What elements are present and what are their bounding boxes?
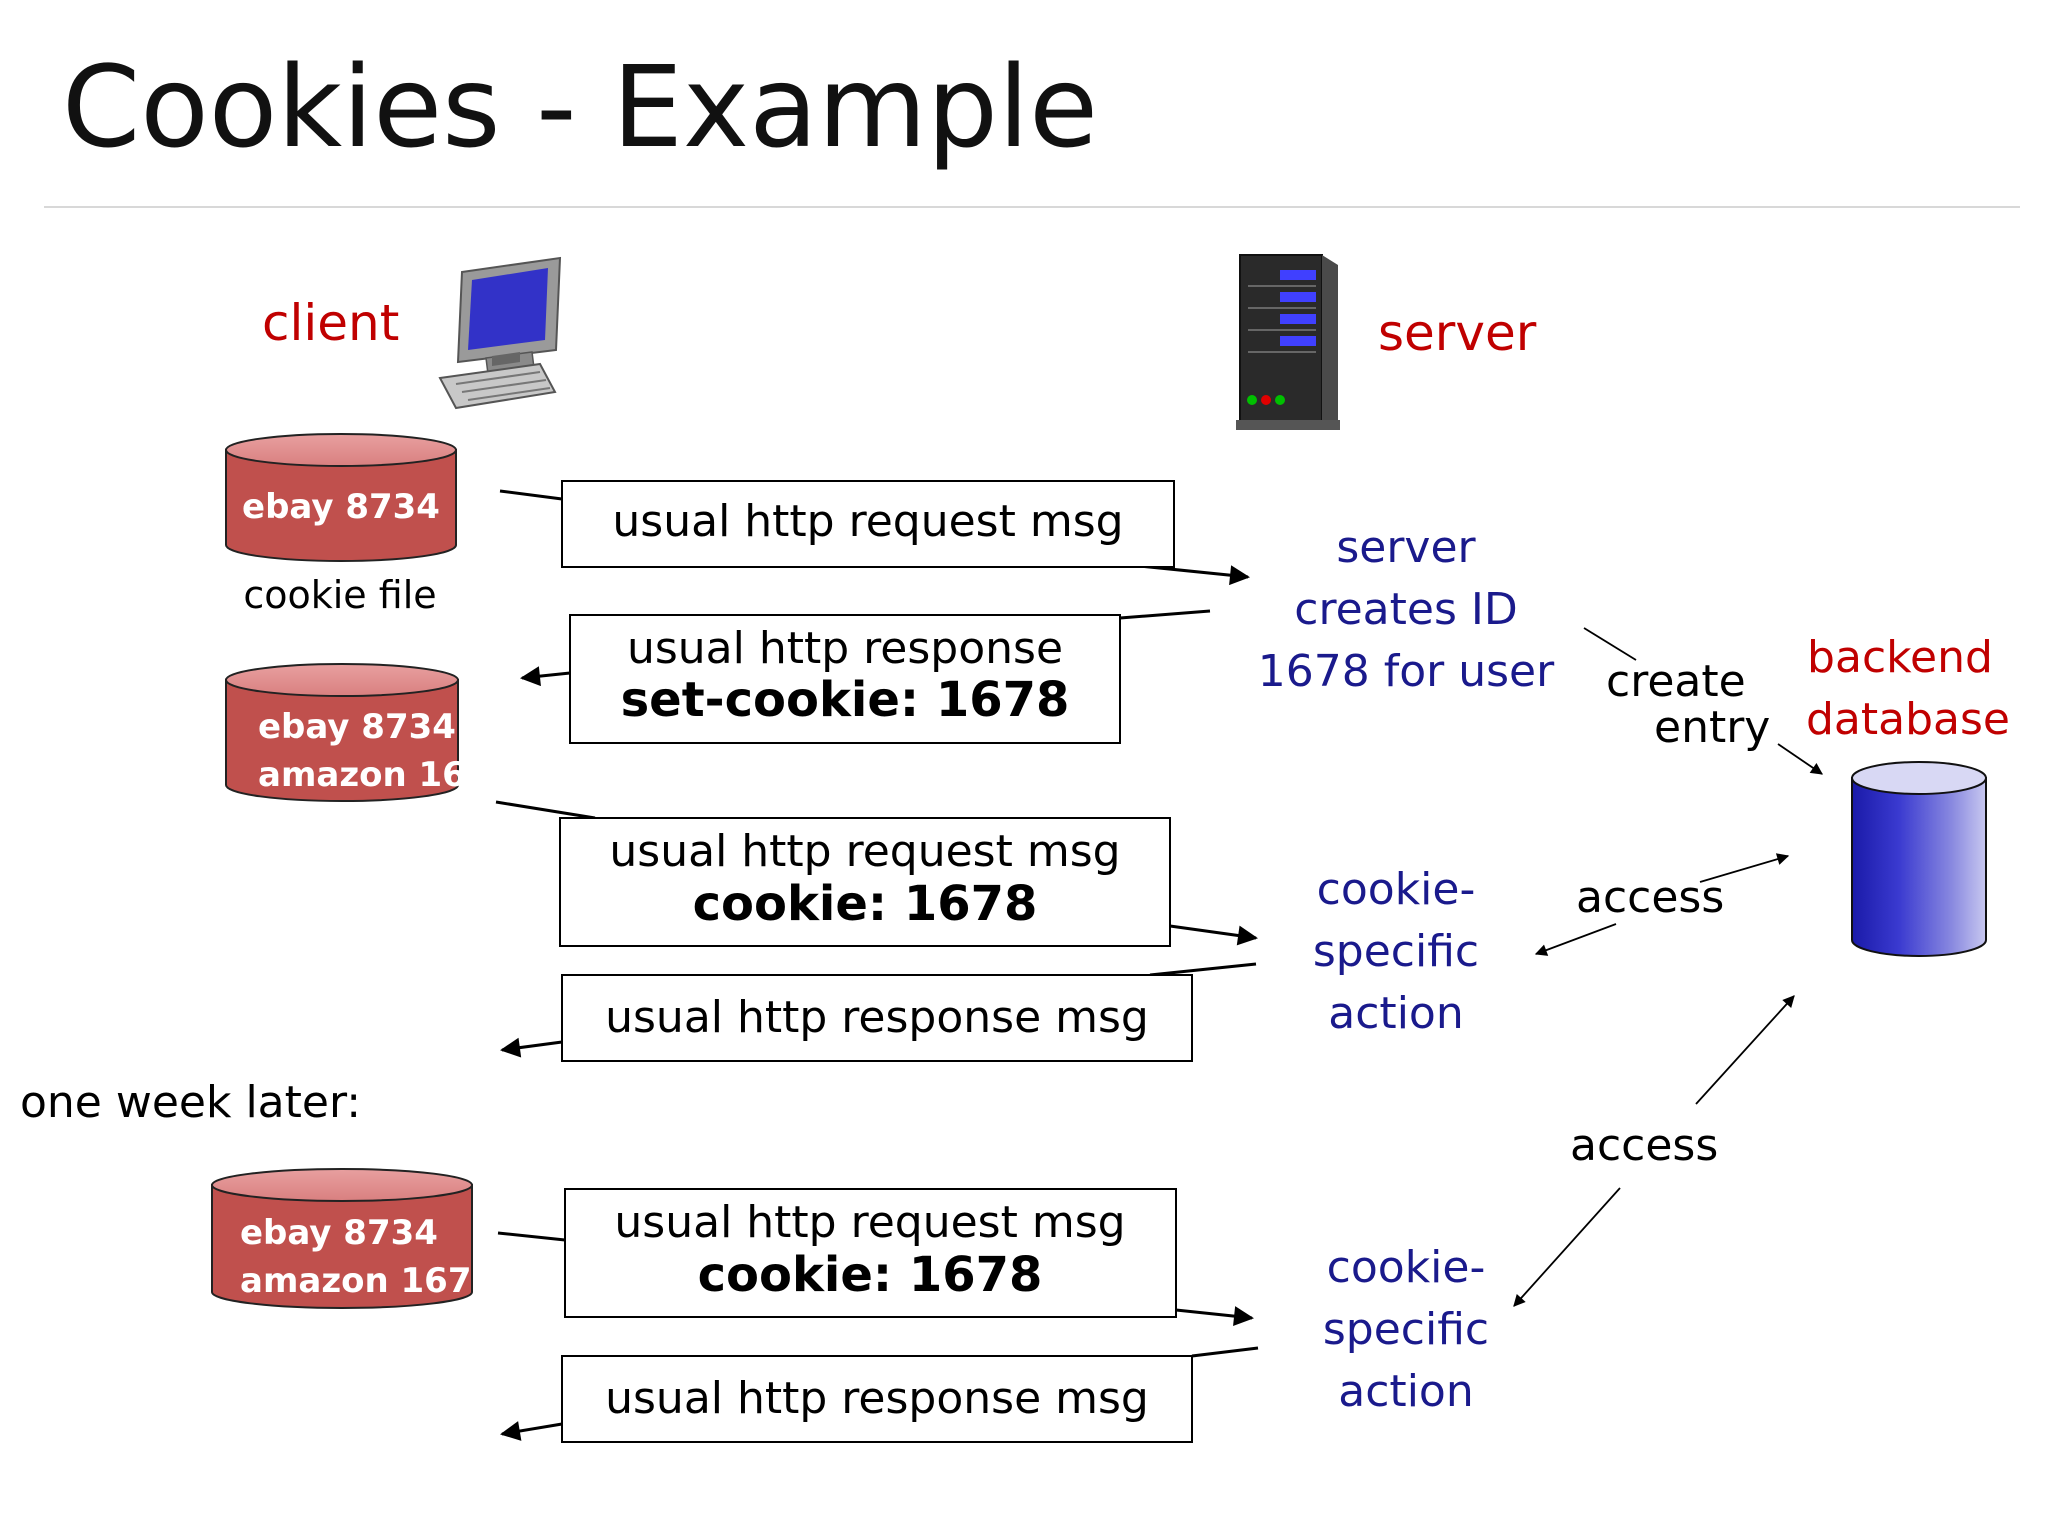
response-line-6a [1191,1346,1259,1358]
message-text: usual http response [627,623,1063,674]
note-line: cookie- [1317,864,1476,915]
note-line: action [1328,988,1463,1039]
message-text: usual http request msg [609,826,1120,877]
create-entry-label: create [1606,656,1746,707]
create-entry-line [1583,627,1637,661]
message-box-request-3 [559,817,1171,947]
message-text-bold: set-cookie: 1678 [621,672,1070,728]
client-computer-icon [438,256,562,410]
note-line: creates ID [1294,584,1517,635]
access-label-2: access [1570,1120,1718,1171]
message-box-response-4 [561,974,1193,1062]
response-line-2a [1119,609,1211,620]
slide-title: Cookies - Example [62,43,1098,173]
note-line: 1678 for user [1258,646,1555,697]
request-line-3a [495,800,596,820]
one-week-later-label: one week later: [20,1077,361,1128]
message-text-bold: cookie: 1678 [698,1247,1043,1303]
request-arrow-3 [1169,924,1258,946]
cookie-entry: ebay 8734 [242,487,440,527]
cookie-entry: ebay 8734 [258,707,456,747]
message-text: usual http response msg [605,1373,1149,1424]
request-line-1a [499,489,563,501]
access-arrow-2-up [1695,995,1795,1105]
access-label-1: access [1576,872,1724,923]
response-arrow-2 [520,666,571,687]
message-box-request-5 [564,1188,1177,1318]
database-label-line2: database [1806,694,2010,745]
database-label-line1: backend [1807,632,1993,683]
message-text: usual http request msg [614,1197,1125,1248]
client-label: client [262,294,399,352]
note-line: specific [1313,926,1479,977]
create-entry-label: entry [1654,702,1770,753]
title-divider [44,206,2020,208]
server-label: server [1378,304,1537,362]
create-entry-arrow [1777,743,1823,775]
request-line-5a [497,1231,566,1242]
access-arrow-1-up [1699,853,1790,883]
message-text: usual http request msg [612,496,1123,547]
access-arrow-2-down [1513,1187,1621,1307]
message-box-request-1 [561,480,1175,568]
cookie-specific-action-note-2: cookie- specific action [1323,1242,1489,1417]
message-box-response-6 [561,1355,1193,1443]
cookie-file-caption: cookie file [243,573,436,617]
note-line: cookie- [1327,1242,1486,1293]
note-line: action [1338,1366,1473,1417]
cookie-file-cylinder-2: ebay 8734 amazon 1678 [225,663,513,802]
server-creates-id-note: server creates ID 1678 for user [1258,522,1555,697]
note-line: server [1336,522,1476,573]
request-arrow-5 [1175,1306,1254,1327]
backend-database-cylinder [1851,761,1987,957]
note-line: specific [1323,1304,1489,1355]
cookie-file-cylinder-1: ebay 8734 [225,433,457,562]
server-tower-icon [1236,254,1340,430]
message-text-bold: cookie: 1678 [693,876,1038,932]
access-arrow-1-down [1534,923,1617,956]
cookie-entry: amazon 1678 [240,1261,495,1301]
cookie-entry: amazon 1678 [258,755,513,795]
response-arrow-6 [500,1421,563,1441]
cookie-file-cylinder-3: ebay 8734 amazon 1678 [211,1168,495,1309]
cookie-entry: ebay 8734 [240,1213,438,1253]
cookie-specific-action-note-1: cookie- specific action [1313,864,1479,1039]
response-arrow-4 [500,1037,563,1058]
message-text: usual http response msg [605,992,1149,1043]
response-line-4a [1149,962,1257,977]
message-box-response-2 [569,614,1121,744]
